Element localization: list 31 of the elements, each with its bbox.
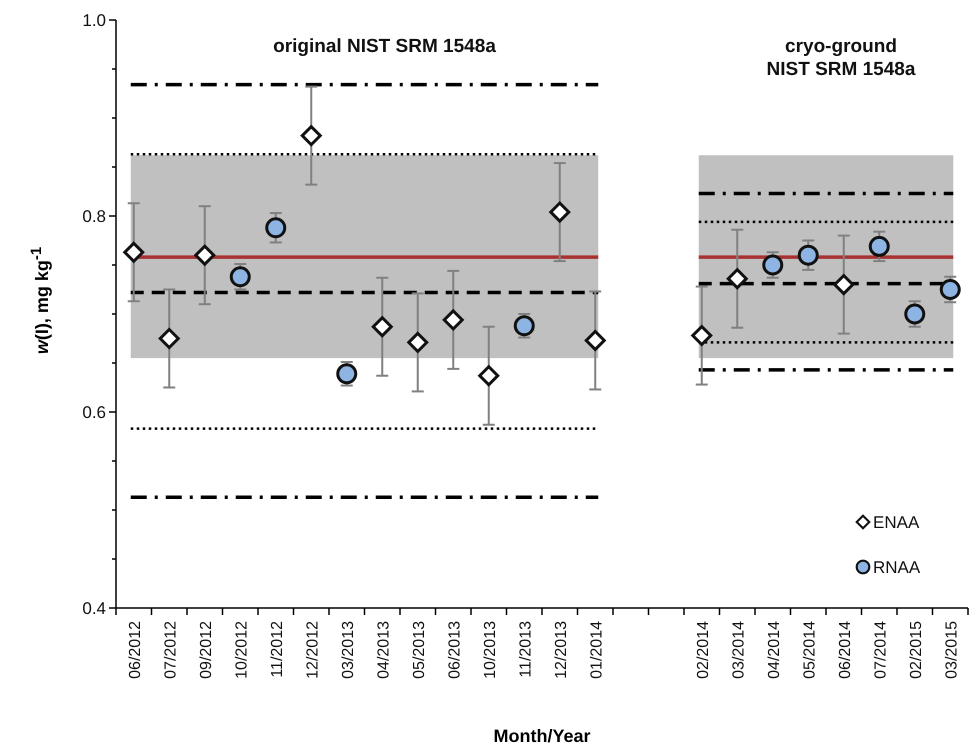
- tick-label: 04/2013: [375, 621, 392, 679]
- group-title: cryo-ground NIST SRM 1548a: [766, 36, 916, 82]
- tick-label: 03/2015: [943, 621, 960, 679]
- axis-title: Month/Year: [494, 726, 591, 747]
- tick-label: 12/2013: [552, 621, 570, 679]
- tick-label: 02/2014: [694, 621, 712, 679]
- tick-label: 09/2012: [198, 621, 215, 679]
- legend-label: RNAA: [873, 558, 920, 577]
- tick-label: 11/2012: [268, 621, 286, 678]
- tick-label: 03/2014: [730, 621, 748, 679]
- tick-label: 11/2013: [517, 621, 534, 678]
- tick-label: 05/2013: [410, 621, 428, 679]
- tick-label: 10/2013: [482, 621, 499, 679]
- tick-label: 07/2014: [872, 621, 890, 679]
- tick-label: 06/2014: [836, 621, 854, 679]
- tick-label: 06/2013: [446, 621, 464, 679]
- tick-label: 10/2012: [233, 621, 250, 679]
- tick-label: 1.0: [82, 11, 106, 30]
- tick-label: 03/2013: [340, 621, 357, 679]
- tick-label: 04/2014: [766, 621, 783, 679]
- tick-label: 07/2012: [162, 621, 180, 679]
- tick-label: 06/2012: [126, 621, 144, 679]
- tick-label: 02/2015: [908, 621, 925, 679]
- tick-label: 0.8: [82, 207, 106, 226]
- group-title: original NIST SRM 1548a: [272, 36, 497, 59]
- legend-label: ENAA: [873, 513, 920, 532]
- tick-label: 05/2014: [801, 621, 818, 679]
- tick-label: 0.4: [82, 599, 106, 618]
- tick-label: 0.6: [82, 403, 106, 422]
- tick-label: 12/2012: [304, 621, 322, 679]
- tick-label: 01/2014: [588, 621, 606, 679]
